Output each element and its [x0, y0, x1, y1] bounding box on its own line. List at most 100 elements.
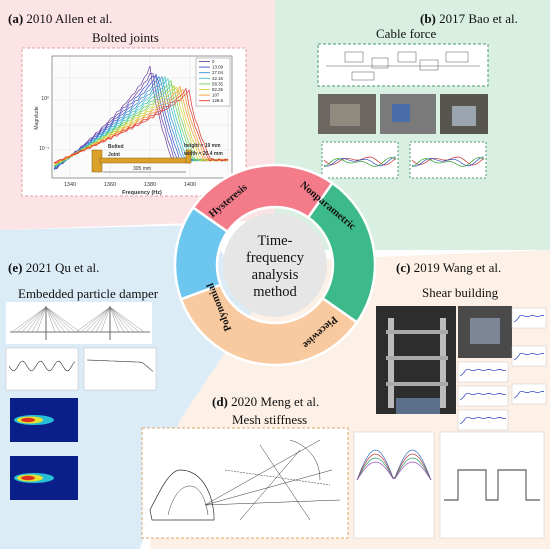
qu-cable-0-r2 [45, 306, 66, 333]
panel-d-title: (d) 2020 Meng et al. [212, 394, 319, 409]
allen-curves [53, 65, 229, 170]
beam-bolted-label: Bolted [108, 144, 124, 150]
qu-cable-1-l5 [100, 306, 111, 333]
wang-plot-frame-2 [457, 409, 509, 431]
qu-cable-0-r4 [45, 306, 76, 333]
qu-plot-left [5, 347, 79, 391]
bao-box-2 [371, 57, 389, 69]
bao-box-6 [351, 71, 375, 81]
allen-legend-label-0: 0 [212, 59, 215, 64]
meng-plot-right [439, 431, 545, 539]
allen-ytick-0: 10⁰ [41, 96, 49, 102]
qu-spectro-1-core [21, 475, 35, 481]
wang-plot-frame-4 [511, 345, 547, 367]
qu-cable-1-r1 [109, 306, 125, 333]
allen-curve-13 [53, 89, 229, 164]
beam-width-label: width = 25.4 mm [183, 151, 223, 157]
wang-plot-line-0 [459, 368, 507, 377]
bao-schematic [317, 43, 489, 87]
qu-cable-1-r0 [109, 306, 120, 333]
bao-photo-3-detail [452, 106, 476, 126]
wang-plot-frame-5 [511, 383, 547, 405]
allen-legend-label-2: 27.04 [212, 70, 224, 75]
allen-legend-label-4: 58.35 [212, 81, 224, 86]
wang-plots [457, 307, 547, 431]
allen-xlabel: Frequency (Hz) [122, 190, 162, 196]
allen-xtick-3: 1400 [184, 182, 196, 188]
beam-height-label: height = 19 mm [184, 143, 221, 149]
allen-ytick-1: 10⁻¹ [39, 146, 49, 152]
ring-segment-piecewise [179, 283, 359, 367]
panel-d-subtitle: Mesh stiffness [232, 412, 307, 427]
wang-frame-left [388, 318, 394, 408]
allen-legend-box [195, 57, 231, 107]
qu-cable-0-l4 [31, 306, 47, 333]
wang-base [396, 398, 440, 414]
allen-legend-label-7: 129.6 [212, 98, 224, 103]
qu-cable-0-l2 [21, 306, 47, 333]
meng-panel [141, 427, 545, 539]
wang-floor-3 [386, 382, 448, 386]
allen-curve-12 [54, 85, 229, 164]
allen-legend-label-5: 82.25 [212, 87, 224, 92]
allen-legend-label-3: 42.16 [212, 76, 224, 81]
wang-plot-line-4 [513, 352, 545, 361]
qu-cable-1-l4 [95, 306, 111, 333]
qu-spectrogram-blobs [14, 415, 54, 483]
qu-curves [8, 359, 154, 372]
bao-photo-1-detail [330, 104, 360, 126]
wang-plot-line-5 [513, 390, 545, 399]
qu-cable-0-r3 [45, 306, 71, 333]
qu-cable-1-l1 [80, 306, 111, 333]
bao-box-4 [419, 59, 439, 71]
allen-curve-15 [53, 89, 229, 164]
wang-frame-right [440, 318, 446, 408]
beam-length-label: 305 mm [133, 166, 151, 172]
wang-plot-line-1 [459, 392, 507, 401]
allen-xtick-1: 1360 [104, 182, 116, 188]
meng-step-curve [444, 469, 540, 501]
wang-plot-frame-0 [457, 361, 509, 383]
center-line-4: method [253, 284, 297, 300]
qu-cable-0-r1 [45, 306, 61, 333]
bao-curve-0-2 [323, 157, 397, 168]
qu-panel [5, 302, 157, 500]
allen-ylabel: Magnitude [34, 106, 40, 130]
beam-joint-label: Joint [108, 152, 120, 158]
meng-plot-mid [353, 431, 435, 539]
center-line-2: frequency [246, 250, 305, 266]
qu-cable-1-r3 [109, 306, 135, 333]
meng-curve-2 [356, 457, 432, 481]
meng-line-1 [204, 439, 321, 506]
panel-a-title: (a) 2010 Allen et al. [8, 11, 112, 26]
bao-photo-2-detail [392, 104, 410, 122]
qu-cable-1-r4 [109, 306, 140, 333]
center-line-3: analysis [252, 267, 299, 283]
meng-line-4 [239, 449, 301, 521]
panel-b-subtitle: Cable force [376, 26, 437, 41]
bao-curve-1-2 [411, 157, 485, 168]
ring-segment-polynomial [173, 205, 230, 301]
bao-curve-1-1 [411, 156, 485, 167]
qu-cable-0-l5 [36, 306, 47, 333]
beam-bar [99, 157, 191, 164]
qu-cable-0-l0 [11, 306, 47, 333]
wang-plot-line-3 [513, 314, 545, 323]
wang-panel [376, 306, 547, 431]
qu-cable-0-r5 [45, 306, 81, 333]
qu-spectro-0-core [21, 417, 35, 423]
bao-box-3 [397, 51, 417, 63]
center-line-1: Time- [258, 233, 293, 249]
method-ring [173, 163, 377, 367]
bao-box-5 [445, 51, 469, 63]
allen-legend-label-1: 13.09 [212, 65, 224, 70]
wang-plot-frame-1 [457, 385, 509, 407]
qu-cable-1-r5 [109, 306, 145, 333]
wang-photo-detail-inner [470, 318, 500, 344]
qu-bridge-frame [6, 302, 152, 344]
panel-b-title: (b) 2017 Bao et al. [420, 11, 518, 26]
qu-cable-1-l0 [75, 306, 111, 333]
beam-end [185, 149, 192, 164]
